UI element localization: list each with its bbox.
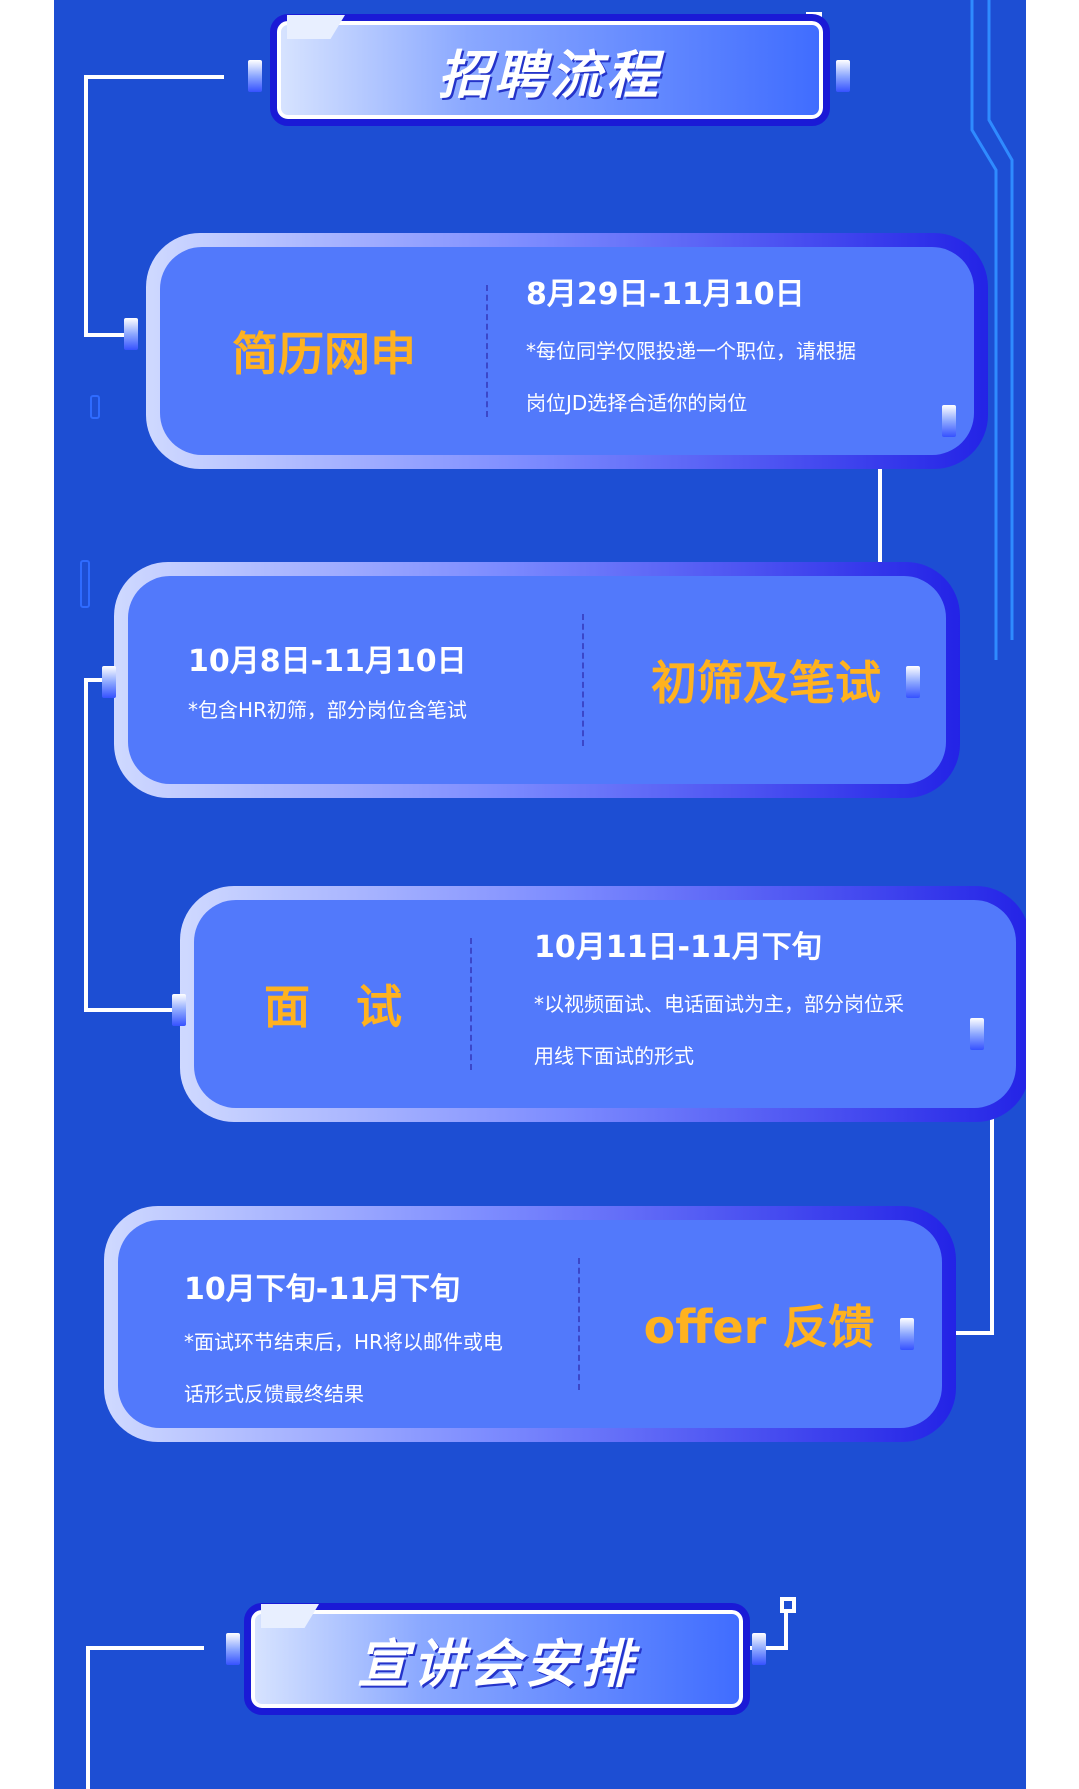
step-note: *每位同学仅限投递一个职位，请根据岗位JD选择合适你的岗位	[526, 339, 856, 415]
step-stage-label: 面 试	[264, 980, 402, 1034]
step-date: 10月下旬-11月下旬	[184, 1272, 460, 1307]
connector-plug	[970, 1018, 984, 1050]
section-title: 宣讲会安排	[356, 1634, 637, 1695]
section-header-info-sessions: 宣讲会安排	[244, 1603, 750, 1715]
step-card-interview: 面 试 10月11日-11月下旬 *以视频面试、电话面试为主，部分岗位采用线下面…	[180, 886, 1026, 1122]
connector-plug	[172, 994, 186, 1026]
step-note: *以视频面试、电话面试为主，部分岗位采用线下面试的形式	[534, 992, 904, 1068]
step-date: 10月11日-11月下旬	[534, 930, 822, 965]
decor-bar	[80, 560, 90, 608]
step-note: *面试环节结束后，HR将以邮件或电话形式反馈最终结果	[184, 1330, 503, 1406]
step-card-application: 简历网申 8月29日-11月10日 *每位同学仅限投递一个职位，请根据岗位JD选…	[146, 233, 988, 469]
connector-plug	[124, 318, 138, 350]
connector-plug	[836, 60, 850, 92]
decor-bar	[90, 395, 100, 419]
card-divider	[486, 285, 488, 417]
card-divider	[582, 614, 584, 746]
step-card-screening-written-test: 10月8日-11月10日 *包含HR初筛，部分岗位含笔试 初筛及笔试	[114, 562, 960, 798]
step-stage-label: 简历网申	[232, 327, 416, 381]
connector-plug	[942, 405, 956, 437]
step-stage-label: 初筛及笔试	[651, 656, 881, 710]
connector-plug	[248, 60, 262, 92]
connector-plug	[752, 1633, 766, 1665]
section-title: 招聘流程	[437, 45, 662, 106]
connector-plug	[906, 666, 920, 698]
step-card-offer-feedback: 10月下旬-11月下旬 *面试环节结束后，HR将以邮件或电话形式反馈最终结果 o…	[104, 1206, 956, 1442]
step-stage-label: offer 反馈	[643, 1300, 875, 1354]
step-note: *包含HR初筛，部分岗位含笔试	[188, 698, 467, 722]
step-date: 8月29日-11月10日	[526, 277, 805, 312]
card-divider	[470, 938, 472, 1070]
card-divider	[578, 1258, 580, 1390]
section-header-recruitment-process: 招聘流程	[270, 14, 830, 126]
recruitment-panel: 招聘流程 简历网申 8月29日-11月10日 *每位同学仅限投递一个职位，请根据…	[54, 0, 1026, 1789]
step-date: 10月8日-11月10日	[188, 644, 467, 679]
connector-plug	[102, 666, 116, 698]
connector-plug	[900, 1318, 914, 1350]
connector-plug	[226, 1633, 240, 1665]
